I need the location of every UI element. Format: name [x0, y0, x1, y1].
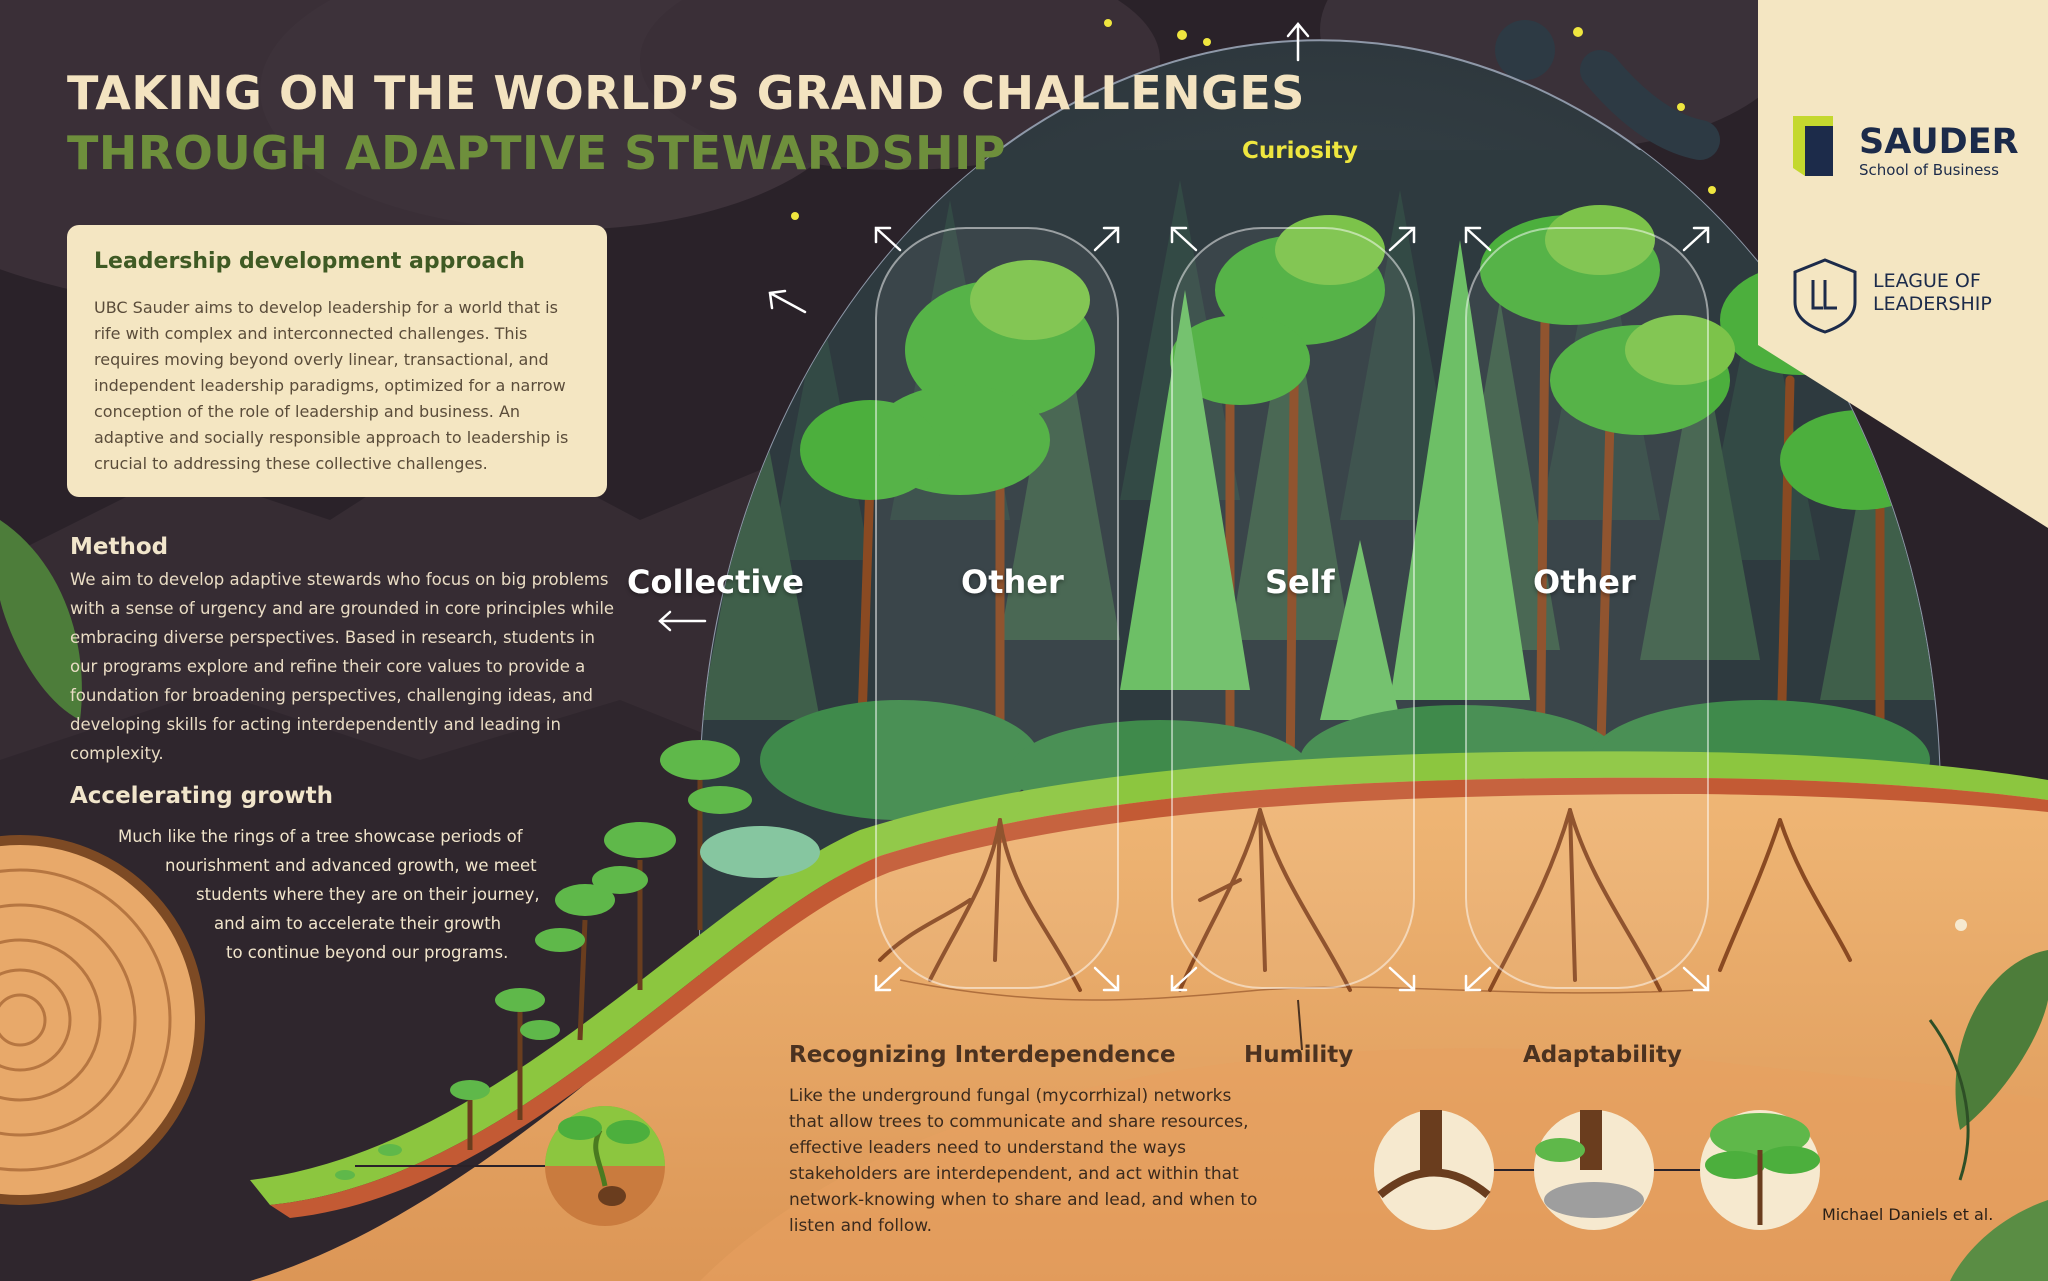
- league-logo-line2: LEADERSHIP: [1873, 293, 1992, 315]
- league-logo-mark: [1793, 258, 1857, 334]
- growth-heading: Accelerating growth: [70, 783, 333, 809]
- growth-line-5: to continue beyond our programs.: [226, 943, 509, 962]
- humility-label: Humility: [1244, 1042, 1354, 1068]
- soil-lower: [700, 1048, 2048, 1281]
- approach-body: UBC Sauder aims to develop leadership fo…: [94, 298, 569, 473]
- growth-line-4: and aim to accelerate their growth: [214, 914, 502, 933]
- interdependence-heading: Recognizing Interdependence: [789, 1042, 1176, 1068]
- method-body: We aim to develop adaptive stewards who …: [70, 570, 615, 763]
- adaptability-illustrations: [1374, 1110, 1820, 1230]
- title-line-2: THROUGH ADAPTIVE STEWARDSHIP: [67, 126, 1006, 180]
- column-label-self: Self: [1265, 563, 1335, 601]
- growth-line-3: students where they are on their journey…: [196, 885, 540, 904]
- sauder-logo-subtitle: School of Business: [1859, 161, 1999, 179]
- sprout-illustration: [355, 1106, 665, 1226]
- growth-line-1: Much like the rings of a tree showcase p…: [118, 827, 523, 846]
- decor-leaves: [0, 520, 2048, 1281]
- credit-text: Michael Daniels et al.: [1822, 1205, 1994, 1224]
- column-label-other-2: Other: [1533, 563, 1636, 601]
- adaptability-label: Adaptability: [1523, 1042, 1682, 1068]
- direction-arrows: [658, 22, 1710, 992]
- league-logo-line1: LEAGUE OF: [1873, 270, 1981, 292]
- collective-label: Collective: [627, 563, 804, 601]
- title-line-1: TAKING ON THE WORLD’S GRAND CHALLENGES: [67, 66, 1305, 120]
- sauder-logo-name: SAUDER: [1859, 122, 2019, 162]
- approach-heading: Leadership development approach: [94, 249, 525, 274]
- column-label-other-1: Other: [961, 563, 1064, 601]
- sauder-logo-mark: [1793, 116, 1833, 176]
- growth-line-2: nourishment and advanced growth, we meet: [165, 856, 537, 875]
- approach-card: Leadership development approach UBC Saud…: [67, 225, 607, 497]
- interdependence-body: Like the underground fungal (mycorrhizal…: [789, 1086, 1258, 1236]
- seedlings: [335, 740, 820, 1180]
- column-frames: [875, 227, 1709, 989]
- tree-rings: [0, 835, 205, 1205]
- method-heading: Method: [70, 534, 169, 560]
- curiosity-label: Curiosity: [1242, 138, 1358, 164]
- humility-connector: [1297, 999, 1303, 1051]
